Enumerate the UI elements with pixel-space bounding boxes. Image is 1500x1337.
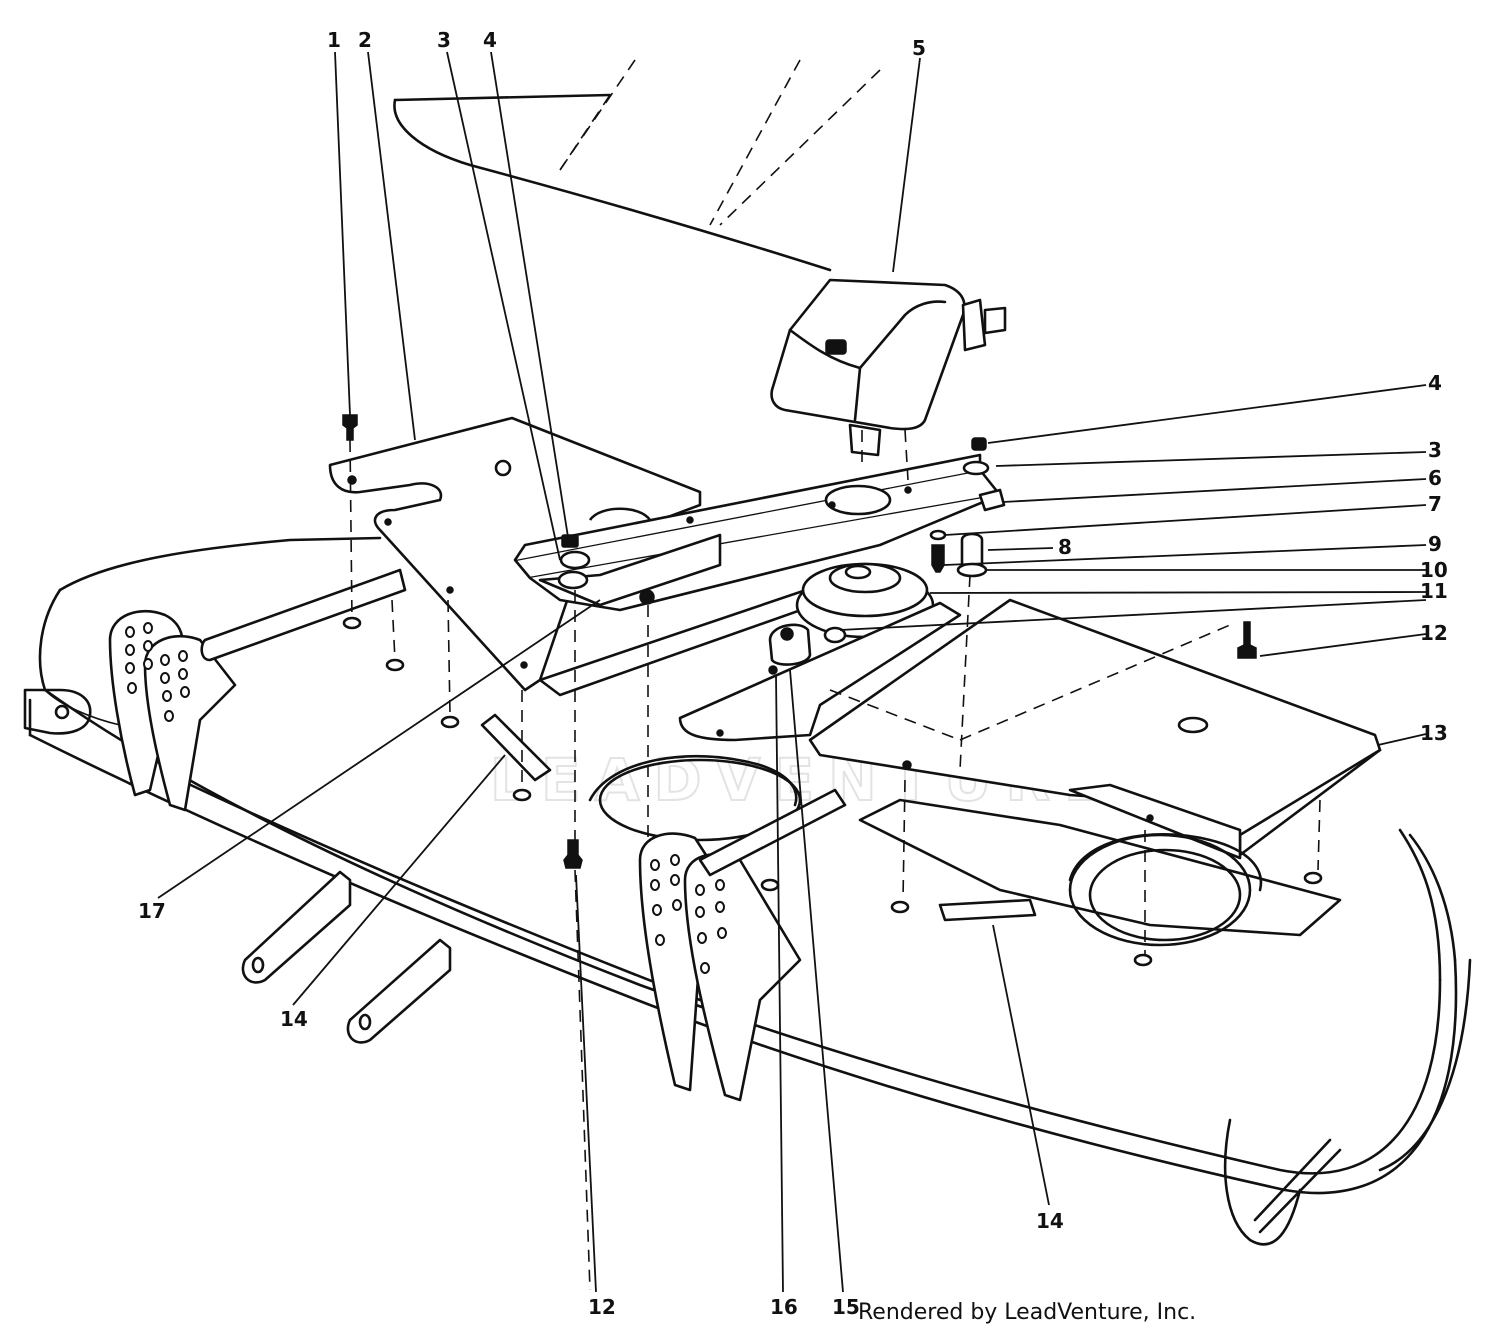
callout-13: 13	[1420, 721, 1448, 745]
callout-12-bottom: 12	[588, 1295, 616, 1319]
callout-14-left: 14	[280, 1007, 308, 1031]
front-link-arms	[241, 870, 452, 1044]
callout-10: 10	[1420, 558, 1448, 582]
mounting-plate	[328, 416, 702, 692]
callout-5: 5	[912, 36, 926, 60]
callout-14-right: 14	[1036, 1209, 1064, 1233]
callout-11: 11	[1420, 579, 1448, 603]
callout-3-right: 3	[1428, 438, 1442, 462]
blade-housings	[588, 754, 1342, 947]
callout-7: 7	[1428, 492, 1442, 516]
center-hanger-brackets	[638, 788, 847, 1102]
callout-1: 1	[327, 28, 341, 52]
callout-9: 9	[1428, 532, 1442, 556]
gearbox	[770, 278, 1007, 457]
callout-3: 3	[437, 28, 451, 52]
decals	[480, 713, 1037, 922]
leader-lines	[157, 51, 1427, 1293]
callout-8: 8	[1058, 535, 1072, 559]
render-credit: Rendered by LeadVenture, Inc.	[858, 1300, 1197, 1325]
left-hanger-brackets	[108, 568, 407, 812]
callout-15: 15	[832, 1295, 860, 1319]
callout-16: 16	[770, 1295, 798, 1319]
callout-17: 17	[138, 899, 166, 923]
callout-2: 2	[358, 28, 372, 52]
callout-4: 4	[483, 28, 497, 52]
deck-housing	[23, 536, 1472, 1246]
callout-4-right: 4	[1428, 371, 1442, 395]
tractor-frame-outline	[393, 59, 881, 272]
callout-labels: 1 2 3 4 5 4 3 6 7 8 9 10 11 12 13 17 14 …	[138, 28, 1448, 1319]
callout-12-right: 12	[1420, 621, 1448, 645]
hardware	[342, 414, 1323, 967]
callout-6: 6	[1428, 466, 1442, 490]
assembly-lines	[349, 429, 1321, 1291]
